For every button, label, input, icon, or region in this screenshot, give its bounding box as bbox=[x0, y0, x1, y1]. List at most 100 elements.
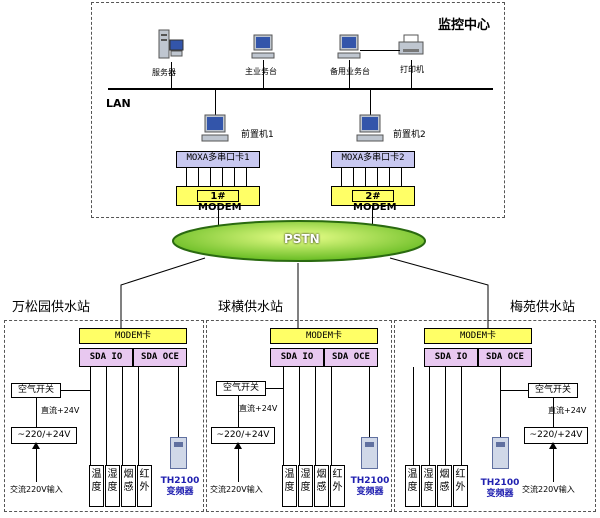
serial-line bbox=[341, 168, 342, 186]
serial-line bbox=[401, 168, 402, 186]
station-frame bbox=[394, 320, 596, 512]
modem-card: MODEM卡 bbox=[270, 328, 378, 344]
sensor-smoke: 烟感 bbox=[437, 465, 452, 507]
station-frame bbox=[4, 320, 204, 512]
printer-icon bbox=[398, 34, 424, 58]
serial-line bbox=[222, 168, 223, 186]
arrow-up-icon bbox=[32, 442, 40, 449]
inverter-icon bbox=[492, 437, 509, 469]
transmitter-model: TH2100 bbox=[160, 476, 200, 486]
printer-cable bbox=[360, 50, 400, 51]
power-line bbox=[238, 444, 239, 482]
dc-label: 直流+24V bbox=[548, 406, 587, 415]
signal-line bbox=[429, 367, 430, 465]
fep2-label: 前置机2 bbox=[393, 130, 426, 140]
transmitter-label: 变频器 bbox=[166, 487, 194, 497]
monitoring-center-title: 监控中心 bbox=[438, 18, 491, 33]
signal-line bbox=[122, 367, 123, 465]
backup-console-label: 备用业务台 bbox=[330, 67, 370, 76]
ac-input-label: 交流220V输入 bbox=[10, 485, 63, 494]
pstn-label: PSTN bbox=[284, 232, 320, 246]
fep2-drop bbox=[370, 90, 371, 115]
air-switch: 空气开关 bbox=[216, 381, 266, 396]
arrow-up-icon bbox=[234, 442, 242, 449]
sensor-temperature: 温度 bbox=[282, 465, 297, 507]
front-end-processor-1-icon bbox=[201, 114, 229, 144]
main-console-drop bbox=[263, 60, 264, 88]
transmitter-label: 变频器 bbox=[486, 489, 514, 499]
sda-oce-module: SDA OCE bbox=[324, 348, 378, 367]
switch-link bbox=[500, 390, 528, 391]
power-converter: ~220/+24V bbox=[211, 427, 275, 444]
sda-io-module: SDA IO bbox=[79, 348, 133, 367]
station-name: 球横供水站 bbox=[218, 300, 284, 315]
signal-line bbox=[331, 367, 332, 465]
inverter-icon bbox=[170, 437, 187, 469]
transmitter-model: TH2100 bbox=[480, 478, 520, 488]
modem-card: MODEM卡 bbox=[424, 328, 532, 344]
signal-line bbox=[106, 367, 107, 465]
sensor-infrared: 红外 bbox=[453, 465, 468, 507]
monitoring-center-frame bbox=[91, 2, 505, 218]
signal-line bbox=[369, 367, 370, 437]
signal-line bbox=[445, 367, 446, 465]
sensor-humidity: 湿度 bbox=[105, 465, 120, 507]
modem-1: 1# MODEM bbox=[176, 186, 260, 213]
signal-line bbox=[283, 367, 284, 465]
serial-line bbox=[186, 168, 187, 186]
dc-label: 直流+24V bbox=[41, 406, 80, 415]
serial-line bbox=[198, 168, 199, 186]
fep1-drop bbox=[215, 90, 216, 115]
station-name: 梅苑供水站 bbox=[510, 300, 576, 315]
backup-console-drop bbox=[349, 60, 350, 88]
dc-label: 直流+24V bbox=[239, 404, 278, 413]
modem-card: MODEM卡 bbox=[79, 328, 187, 344]
serial-line bbox=[377, 168, 378, 186]
workstation-icon bbox=[251, 34, 275, 60]
signal-line bbox=[500, 367, 501, 437]
serial-line bbox=[246, 168, 247, 186]
printer-label: 打印机 bbox=[400, 65, 424, 74]
power-line bbox=[238, 396, 239, 427]
arrow-up-icon bbox=[549, 442, 557, 449]
modem-2: 2# MODEM bbox=[331, 186, 415, 213]
station-frame bbox=[206, 320, 392, 512]
sensor-temperature: 温度 bbox=[89, 465, 104, 507]
serial-line bbox=[389, 168, 390, 186]
modem-2-label: 2# MODEM bbox=[352, 190, 397, 213]
transmitter-model: TH2100 bbox=[350, 476, 390, 486]
switch-link bbox=[266, 388, 284, 389]
server-drop bbox=[171, 62, 172, 88]
sensor-temperature: 温度 bbox=[405, 465, 420, 507]
server-icon bbox=[157, 28, 185, 62]
power-line bbox=[36, 398, 37, 427]
ac-input-label: 交流220V输入 bbox=[522, 485, 575, 494]
inverter-icon bbox=[361, 437, 378, 469]
ac-input-label: 交流220V输入 bbox=[210, 485, 263, 494]
moxa-card-1: MOXA多串口卡1 bbox=[176, 151, 260, 168]
air-switch: 空气开关 bbox=[11, 383, 61, 398]
sensor-humidity: 湿度 bbox=[298, 465, 313, 507]
sda-oce-module: SDA OCE bbox=[478, 348, 532, 367]
power-line bbox=[36, 444, 37, 482]
power-converter: ~220/+24V bbox=[11, 427, 77, 444]
sensor-smoke: 烟感 bbox=[121, 465, 136, 507]
signal-line bbox=[138, 367, 139, 465]
modem-1-line bbox=[218, 206, 219, 228]
sda-io-module: SDA IO bbox=[424, 348, 478, 367]
serial-line bbox=[210, 168, 211, 186]
front-end-processor-2-icon bbox=[356, 114, 384, 144]
signal-line bbox=[461, 367, 462, 465]
sda-oce-module: SDA OCE bbox=[133, 348, 187, 367]
lan-bus bbox=[108, 88, 493, 90]
signal-line bbox=[90, 367, 91, 465]
serial-line bbox=[365, 168, 366, 186]
printer-drop bbox=[411, 60, 412, 88]
moxa-card-2: MOXA多串口卡2 bbox=[331, 151, 415, 168]
switch-link bbox=[61, 390, 91, 391]
signal-line bbox=[178, 367, 179, 437]
sensor-infrared: 红外 bbox=[330, 465, 345, 507]
fep1-label: 前置机1 bbox=[241, 130, 274, 140]
station-name: 万松园供水站 bbox=[12, 300, 91, 315]
